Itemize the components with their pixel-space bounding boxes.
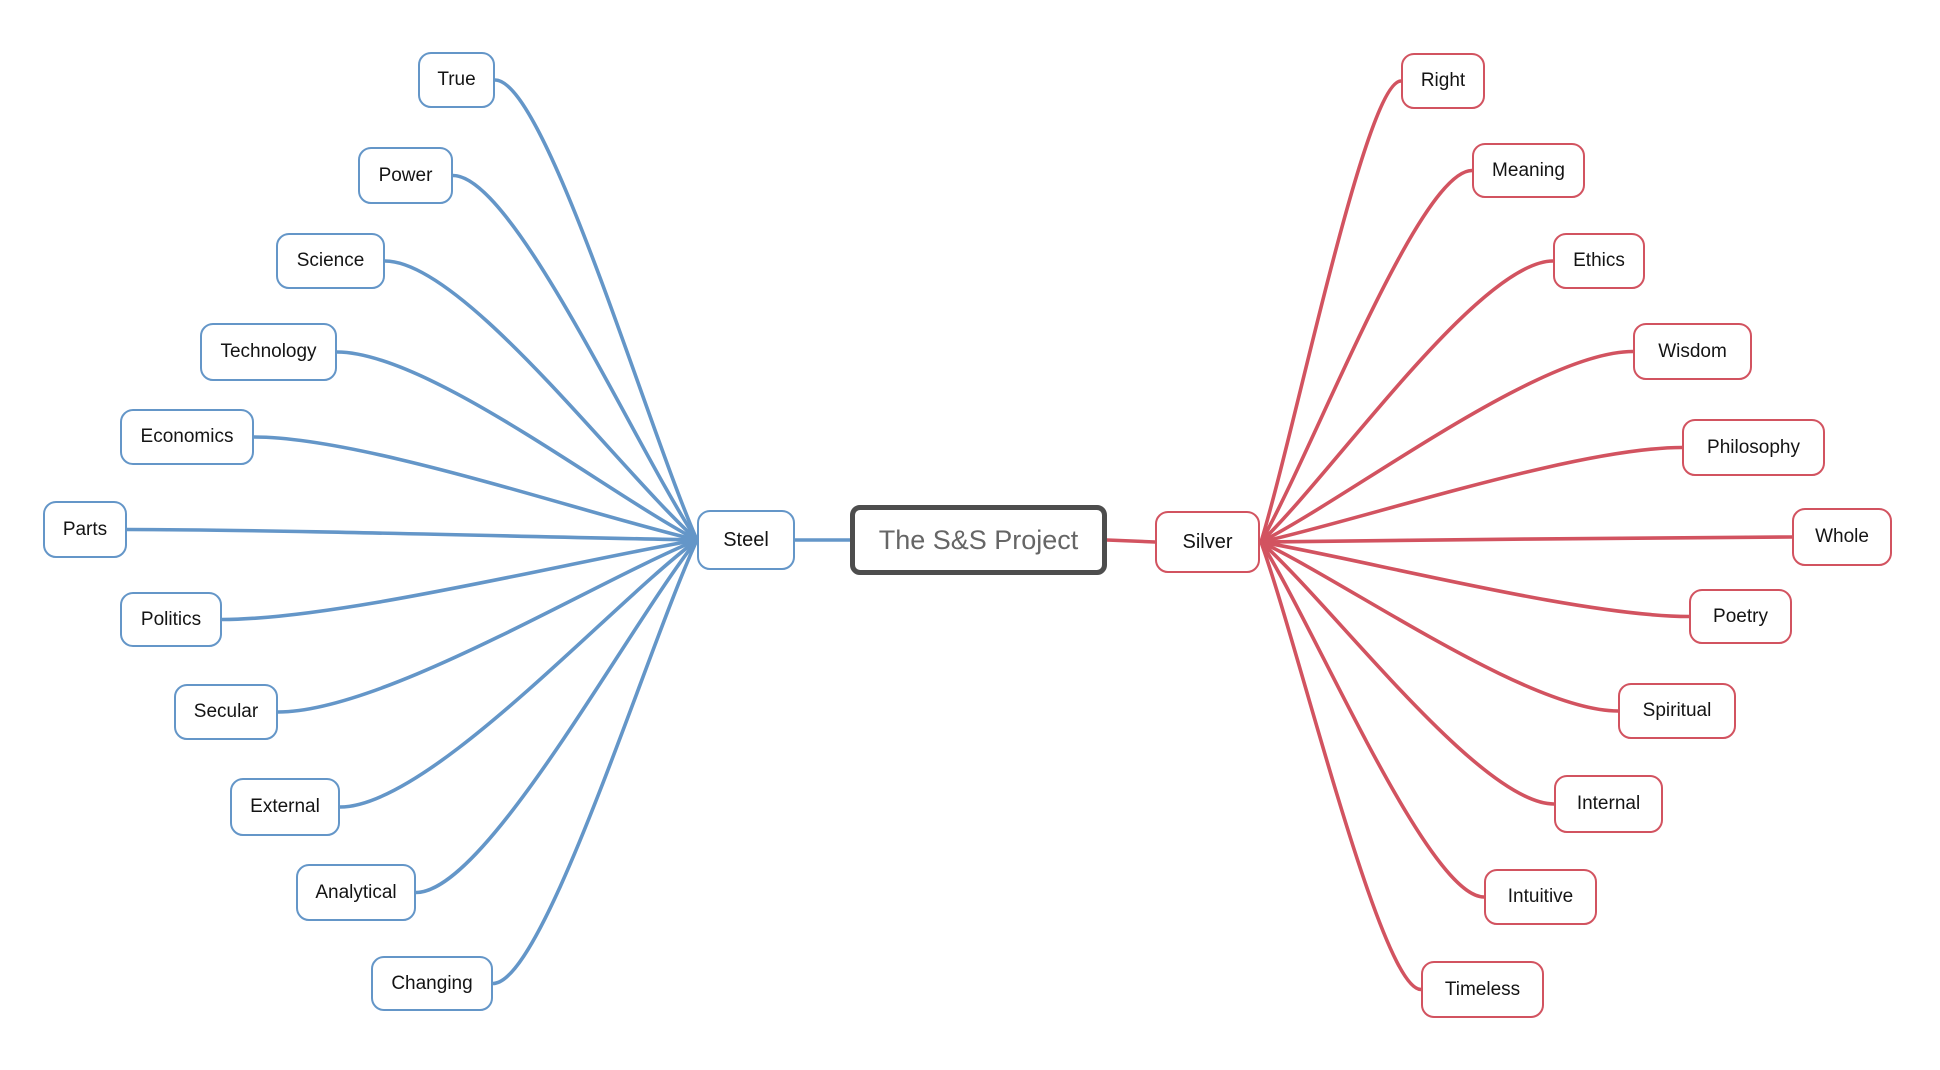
connector-silver-meaning bbox=[1259, 168, 1474, 544]
node-steel[interactable]: Steel bbox=[697, 510, 795, 570]
node-changing-label: Changing bbox=[391, 972, 473, 994]
node-meaning[interactable]: Meaning bbox=[1472, 143, 1585, 198]
node-steel-label: Steel bbox=[723, 528, 769, 551]
node-politics-label: Politics bbox=[140, 608, 202, 630]
node-politics[interactable]: Politics bbox=[120, 592, 222, 647]
node-parts[interactable]: Parts bbox=[43, 501, 127, 558]
connector-steel-economics bbox=[252, 435, 699, 542]
connector-steel-changing bbox=[491, 538, 699, 986]
node-spiritual[interactable]: Spiritual bbox=[1618, 683, 1736, 739]
connector-steel-parts bbox=[125, 527, 699, 542]
node-philosophy-label: Philosophy bbox=[1707, 436, 1800, 458]
node-analytical-label: Analytical bbox=[315, 881, 397, 903]
node-ethics-label: Ethics bbox=[1573, 250, 1625, 271]
connector-silver-right bbox=[1259, 79, 1403, 544]
node-spiritual-label: Spiritual bbox=[1642, 700, 1712, 721]
node-right-label: Right bbox=[1420, 70, 1466, 91]
connector-silver-internal bbox=[1259, 540, 1556, 806]
node-internal[interactable]: Internal bbox=[1554, 775, 1663, 833]
node-true[interactable]: True bbox=[418, 52, 495, 108]
connector-silver-philosophy bbox=[1259, 445, 1684, 544]
node-power-label: Power bbox=[378, 164, 433, 186]
center-node-label: The S&S Project bbox=[878, 524, 1079, 555]
node-silver-label: Silver bbox=[1182, 530, 1233, 553]
node-poetry-label: Poetry bbox=[1713, 605, 1768, 627]
connector-steel-power bbox=[451, 173, 699, 542]
node-whole[interactable]: Whole bbox=[1792, 508, 1892, 566]
node-external-label: External bbox=[250, 796, 320, 817]
node-meaning-label: Meaning bbox=[1492, 159, 1565, 181]
connector-silver-timeless bbox=[1259, 540, 1423, 992]
connector-steel-technology bbox=[335, 350, 699, 542]
node-secular[interactable]: Secular bbox=[174, 684, 278, 740]
node-technology[interactable]: Technology bbox=[200, 323, 337, 381]
node-internal-label: Internal bbox=[1576, 793, 1641, 814]
center-node[interactable]: The S&S Project bbox=[850, 505, 1107, 575]
connector-steel-secular bbox=[276, 538, 699, 714]
node-wisdom[interactable]: Wisdom bbox=[1633, 323, 1752, 380]
connector-silver-ethics bbox=[1259, 259, 1555, 544]
node-power[interactable]: Power bbox=[358, 147, 453, 204]
connector-silver-spiritual bbox=[1259, 540, 1620, 713]
node-analytical[interactable]: Analytical bbox=[296, 864, 416, 921]
connector-silver-whole bbox=[1259, 535, 1794, 544]
node-intuitive-label: Intuitive bbox=[1507, 886, 1574, 907]
node-science-label: Science bbox=[296, 250, 365, 271]
node-timeless-label: Timeless bbox=[1444, 978, 1521, 1000]
node-philosophy[interactable]: Philosophy bbox=[1682, 419, 1825, 476]
node-changing[interactable]: Changing bbox=[371, 956, 493, 1011]
node-ethics[interactable]: Ethics bbox=[1553, 233, 1645, 289]
connector-silver-poetry bbox=[1259, 540, 1691, 619]
node-technology-label: Technology bbox=[220, 341, 317, 362]
node-secular-label: Secular bbox=[193, 701, 259, 722]
connector-steel-science bbox=[383, 259, 699, 542]
node-intuitive[interactable]: Intuitive bbox=[1484, 869, 1597, 925]
node-right[interactable]: Right bbox=[1401, 53, 1485, 109]
node-parts-label: Parts bbox=[62, 518, 108, 540]
connector-center-silver bbox=[1105, 538, 1157, 544]
node-economics-label: Economics bbox=[140, 426, 234, 447]
node-whole-label: Whole bbox=[1815, 526, 1869, 547]
connector-silver-wisdom bbox=[1259, 349, 1635, 544]
connector-steel-true bbox=[493, 78, 699, 542]
node-true-label: True bbox=[437, 69, 476, 90]
connector-steel-external bbox=[338, 538, 699, 809]
node-external[interactable]: External bbox=[230, 778, 340, 836]
node-economics[interactable]: Economics bbox=[120, 409, 254, 465]
node-poetry[interactable]: Poetry bbox=[1689, 589, 1792, 644]
connector-steel-analytical bbox=[414, 538, 699, 895]
node-silver[interactable]: Silver bbox=[1155, 511, 1260, 573]
connector-steel-politics bbox=[220, 538, 699, 622]
node-timeless[interactable]: Timeless bbox=[1421, 961, 1544, 1018]
connector-silver-intuitive bbox=[1259, 540, 1486, 899]
node-wisdom-label: Wisdom bbox=[1658, 340, 1727, 362]
node-science[interactable]: Science bbox=[276, 233, 385, 289]
